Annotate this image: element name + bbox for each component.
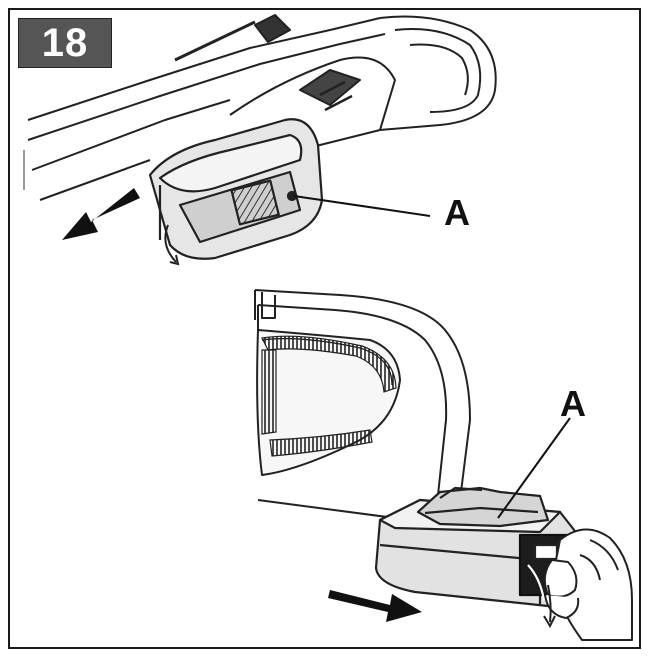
- step-number-badge: 18: [18, 18, 112, 68]
- top-rotate-arrow: [164, 224, 180, 266]
- hand: [543, 528, 633, 641]
- bottom-battery-pack: [374, 486, 584, 608]
- top-device-body: [23, 14, 497, 201]
- bottom-leader-line: [497, 417, 571, 519]
- bottom-rotate-arrow: [543, 584, 556, 629]
- top-pull-arrow: [62, 188, 140, 240]
- callout-label-bottom: A: [560, 383, 586, 424]
- brush-bristles-top: [261, 335, 397, 393]
- top-leader-line: [293, 195, 431, 217]
- brush-bristles-side: [261, 349, 277, 435]
- brush-bristles-bottom: [269, 429, 373, 457]
- top-battery-pack: [148, 118, 324, 260]
- bottom-pull-arrow: [328, 590, 422, 622]
- callout-label-top: A: [444, 192, 470, 233]
- bottom-device-handle: [254, 289, 471, 521]
